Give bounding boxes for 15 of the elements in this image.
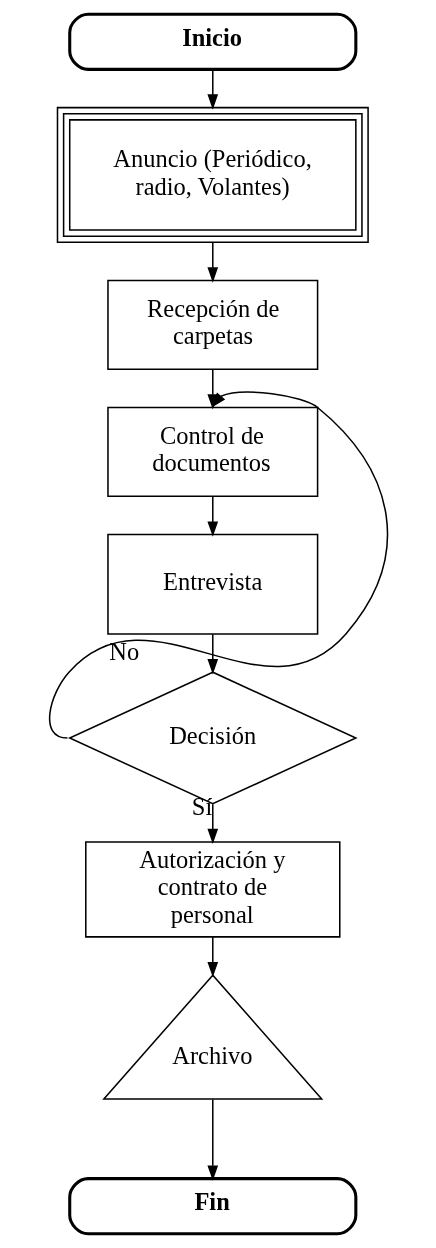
node-box: Anuncio (Periódico, radio, Volantes) xyxy=(56,106,369,244)
arrow xyxy=(206,1098,218,1181)
arrow xyxy=(206,936,218,978)
node-box: Inicio xyxy=(67,12,357,71)
edge-label: No xyxy=(108,637,139,665)
arrow xyxy=(206,241,218,283)
node-box: Control de documentos xyxy=(106,406,318,497)
arrow xyxy=(206,633,218,675)
arrow xyxy=(206,68,218,110)
node-box: Fin xyxy=(67,1177,357,1236)
arrow xyxy=(206,803,218,845)
node-box: Entrevista xyxy=(106,533,318,635)
node-box: Autorización y contrato de personal xyxy=(84,841,341,938)
node-box: Recepción de carpetas xyxy=(106,279,318,370)
arrow xyxy=(206,495,218,537)
